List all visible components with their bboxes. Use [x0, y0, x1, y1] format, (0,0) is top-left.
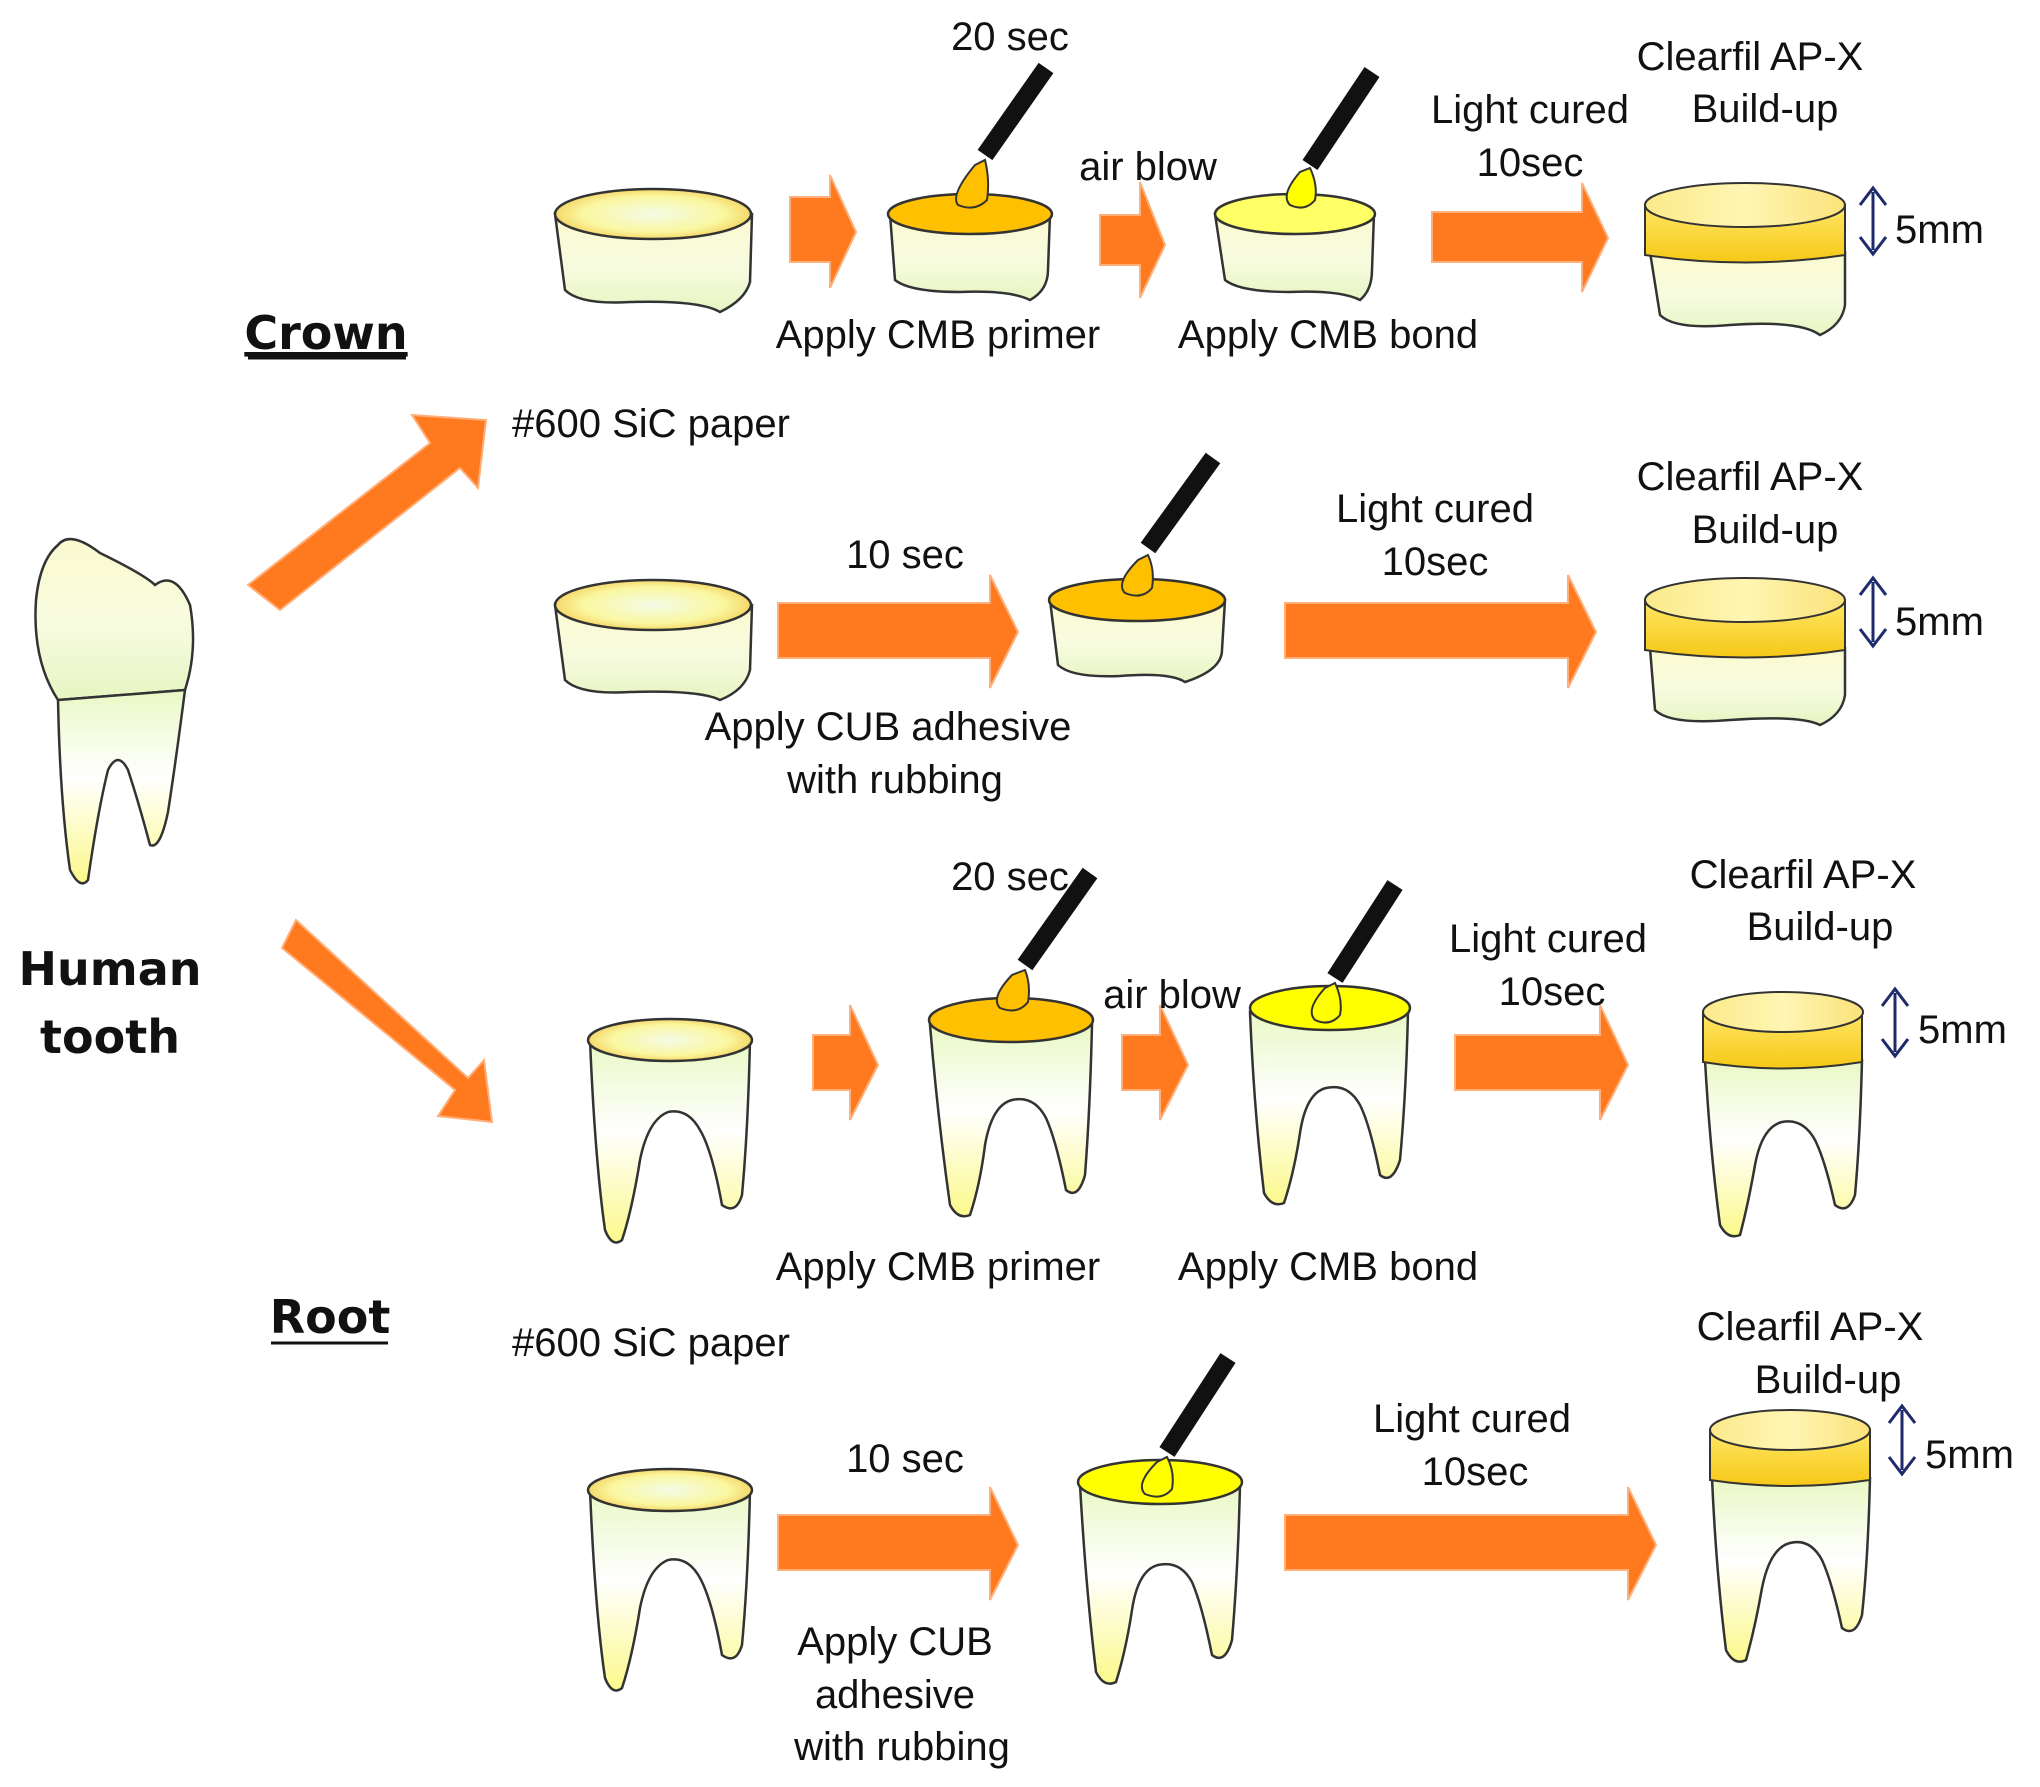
step-cub-line2: with rubbing [786, 758, 1003, 802]
paper-label-crown: #600 SiC paper [512, 402, 790, 446]
disc-buildup [1644, 182, 1847, 337]
applicator-brush-icon [1285, 67, 1380, 209]
applicator-brush-icon [1310, 880, 1403, 1024]
light-cured-line1: Light cured [1431, 88, 1629, 132]
air-blow-label: air blow [1079, 145, 1217, 189]
step-cmb-bond: Apply CMB bond [1178, 1245, 1478, 1289]
light-cured-line2: 10sec [1382, 540, 1489, 584]
paper-label-root: #600 SiC paper [512, 1321, 790, 1365]
root-cmb-row [586, 867, 1910, 1244]
step-cub-line2: adhesive [815, 1673, 975, 1717]
buildup-line1: Clearfil AP-X [1697, 1305, 1924, 1349]
applicator-brush-icon [1121, 452, 1221, 597]
light-cured-line2: 10sec [1422, 1450, 1529, 1494]
crown-cmb-row [553, 62, 1888, 337]
step-cub-line3: with rubbing [793, 1725, 1010, 1769]
light-cured-line1: Light cured [1449, 917, 1647, 961]
root-cub-row [586, 1353, 1917, 1692]
thickness-label: 5mm [1895, 600, 1984, 644]
time-10sec: 10 sec [846, 1437, 964, 1481]
disc-ground [553, 578, 754, 702]
step-cmb-primer: Apply CMB primer [776, 1245, 1101, 1289]
long-arrow [777, 1486, 1020, 1601]
thickness-arrow-icon [1858, 575, 1888, 649]
long-arrow [1454, 1004, 1630, 1121]
short-arrow [812, 1004, 880, 1121]
buildup-line2: Build-up [1755, 1358, 1902, 1402]
buildup-line2: Build-up [1747, 905, 1894, 949]
long-arrow [777, 574, 1020, 689]
buildup-line1: Clearfil AP-X [1637, 35, 1864, 79]
short-arrow [1121, 1004, 1190, 1121]
air-blow-label: air blow [1103, 973, 1241, 1017]
root-primer [927, 996, 1095, 1218]
root-buildup [1709, 1409, 1872, 1663]
buildup-line1: Clearfil AP-X [1690, 853, 1917, 897]
applicator-brush-icon [1141, 1353, 1236, 1498]
arrow-to-crown [246, 413, 488, 612]
time-20sec: 20 sec [951, 855, 1069, 899]
light-cured-line1: Light cured [1336, 487, 1534, 531]
long-arrow [1431, 182, 1610, 293]
step-cub-line1: Apply CUB adhesive [705, 705, 1072, 749]
thickness-label: 5mm [1925, 1433, 2014, 1477]
thickness-arrow-icon [1880, 986, 1910, 1059]
short-arrow [789, 174, 858, 289]
arrow-to-root [280, 918, 494, 1124]
time-10sec: 10 sec [846, 533, 964, 577]
light-cured-line2: 10sec [1499, 970, 1606, 1014]
long-arrow [1284, 1486, 1658, 1601]
thickness-label: 5mm [1895, 208, 1984, 252]
step-cmb-primer: Apply CMB primer [776, 313, 1101, 357]
applicator-brush-icon [955, 62, 1054, 209]
crown-cub-row [553, 452, 1888, 727]
crown-header: Crown [244, 306, 407, 360]
step-cub-line1: Apply CUB [797, 1620, 993, 1664]
root-buildup [1702, 991, 1864, 1238]
buildup-line1: Clearfil AP-X [1637, 455, 1864, 499]
human-tooth-illustration [34, 537, 195, 885]
thickness-label: 5mm [1918, 1008, 2007, 1052]
light-cured-line1: Light cured [1373, 1397, 1571, 1441]
buildup-line2: Build-up [1692, 87, 1839, 131]
disc-primer [886, 192, 1054, 302]
long-arrow [1284, 574, 1598, 689]
human-label-line1: Human [19, 942, 202, 996]
human-label-line2: tooth [40, 1010, 180, 1064]
time-20sec: 20 sec [951, 15, 1069, 59]
applicator-brush-icon [996, 867, 1098, 1012]
disc-buildup [1644, 577, 1847, 727]
thickness-arrow-icon [1858, 185, 1888, 257]
disc-ground [553, 187, 754, 314]
root-header: Root [270, 1290, 391, 1344]
buildup-line2: Build-up [1692, 508, 1839, 552]
root-ground [586, 1017, 754, 1244]
light-cured-line2: 10sec [1477, 141, 1584, 185]
short-arrow [1099, 181, 1167, 299]
root-ground [586, 1467, 754, 1692]
disc-bond [1213, 192, 1377, 302]
thickness-arrow-icon [1887, 1403, 1917, 1477]
step-cmb-bond: Apply CMB bond [1178, 313, 1478, 357]
